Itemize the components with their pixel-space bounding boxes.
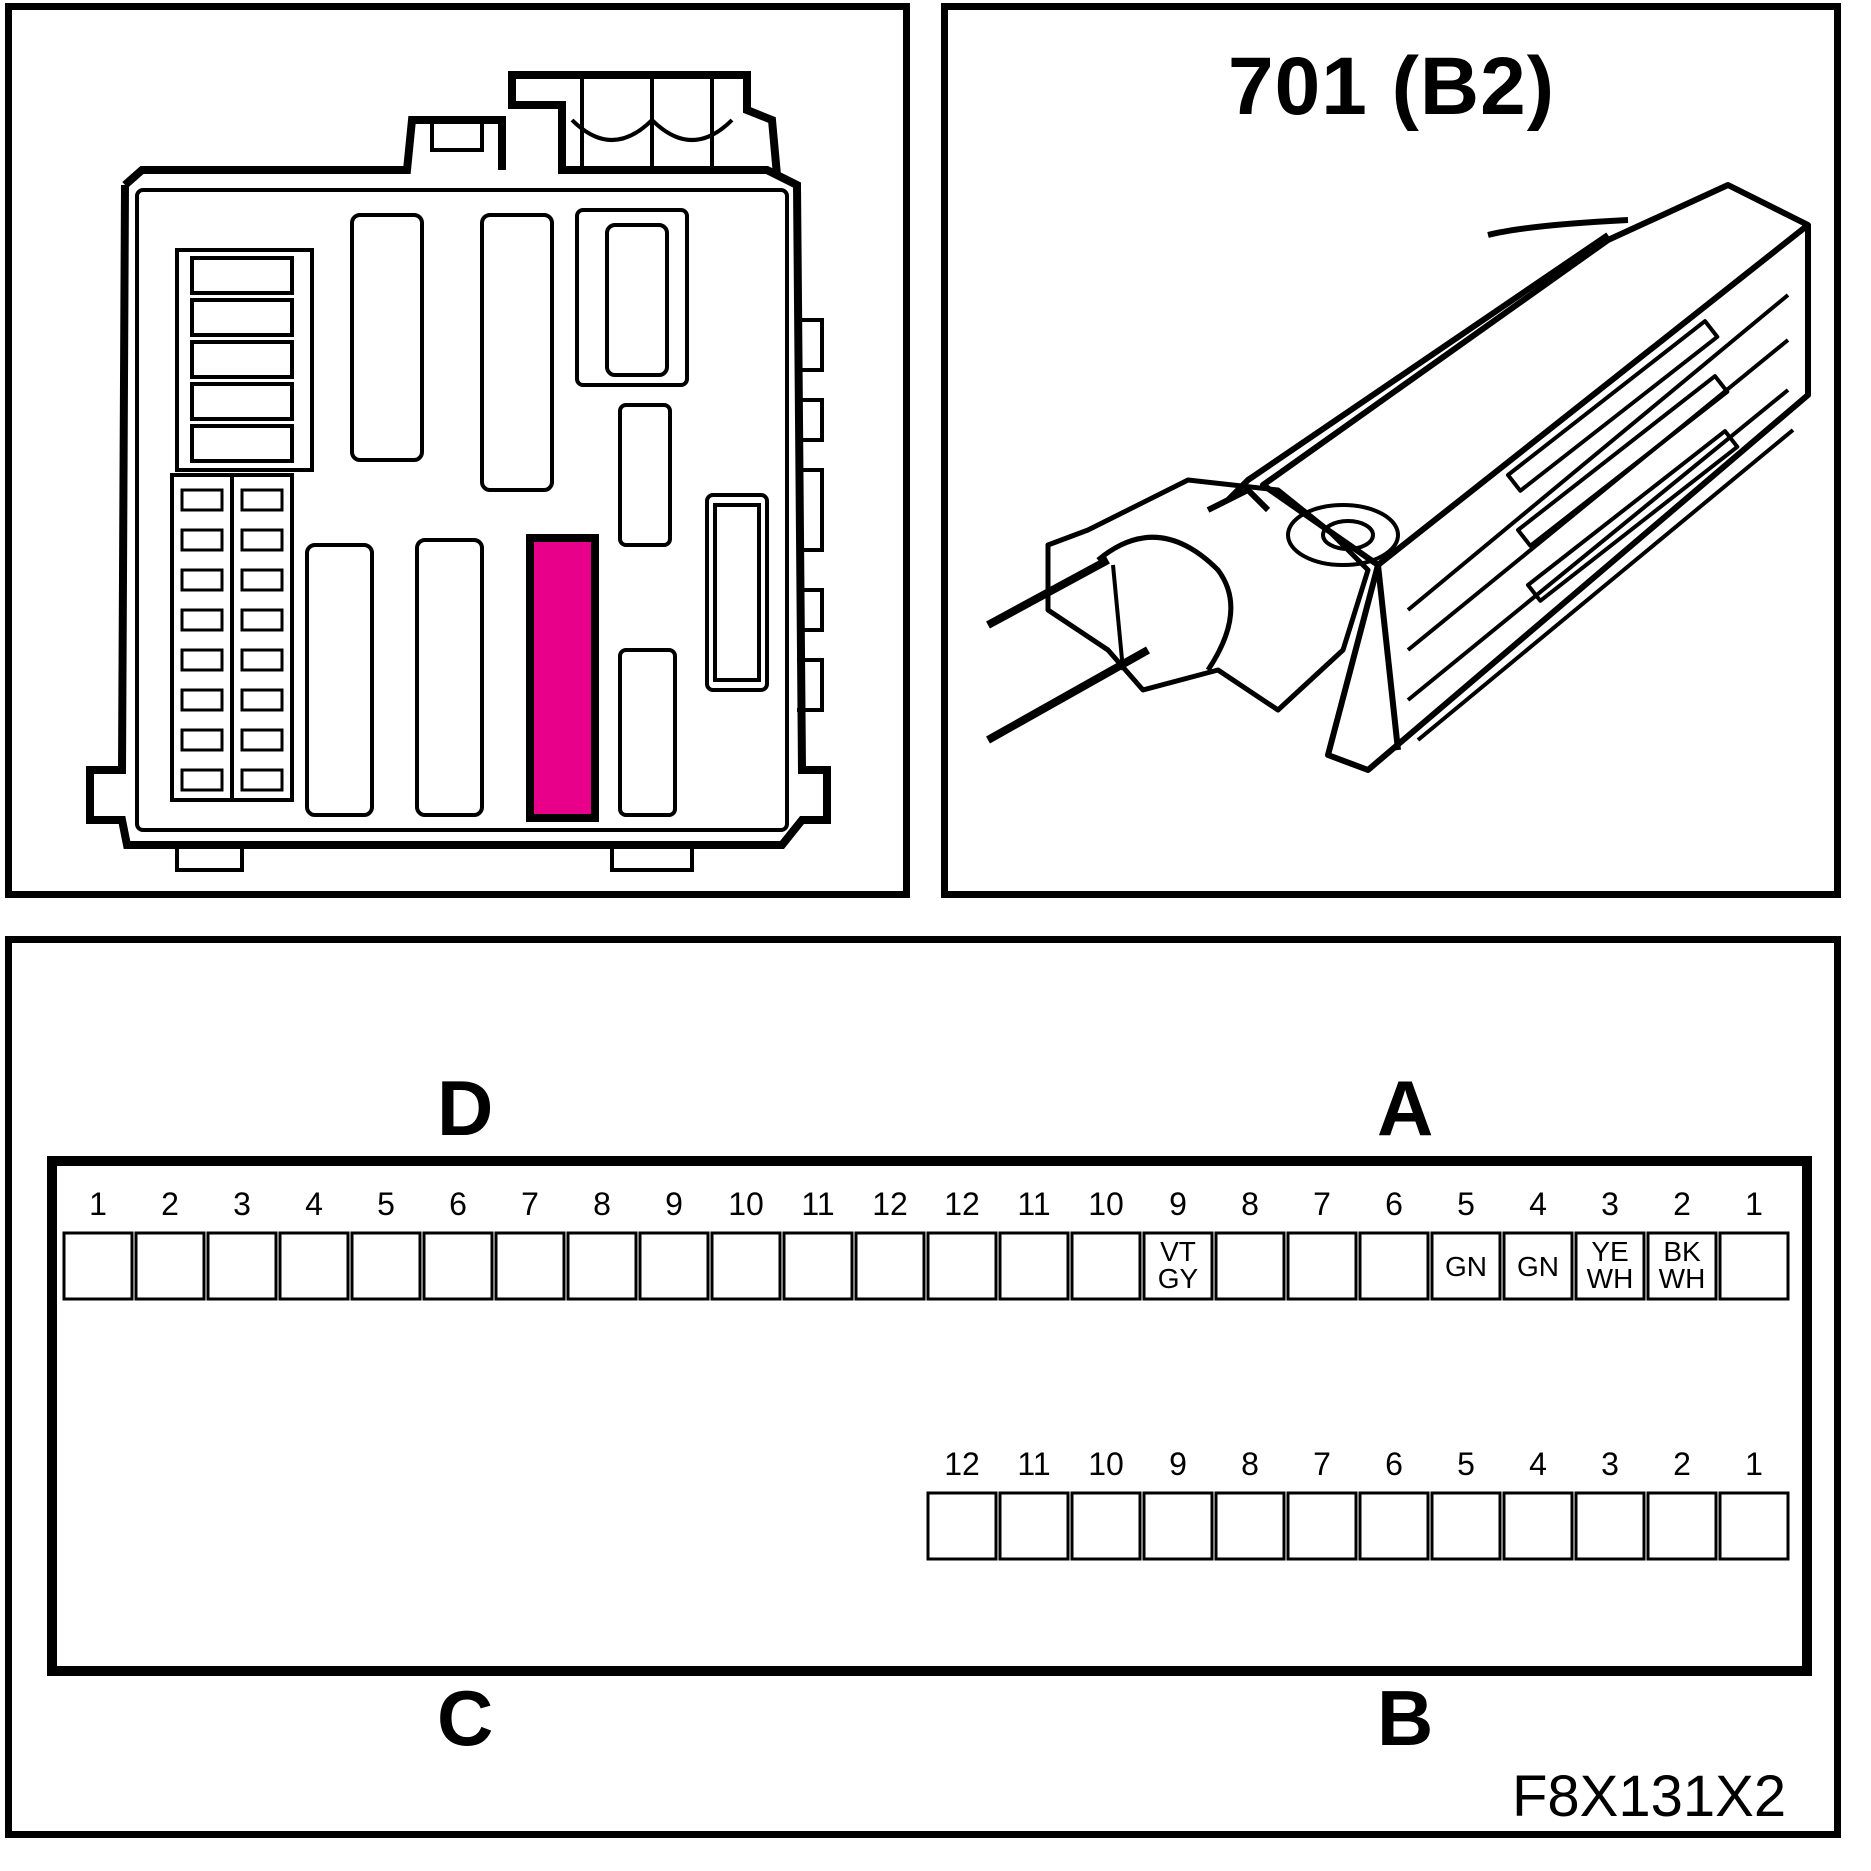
pin-cavity-top — [710, 1231, 782, 1301]
pin-cavity-top — [206, 1231, 278, 1301]
pin-cavity-bottom — [1070, 1491, 1142, 1561]
wire-color-label: YE — [1591, 1236, 1628, 1267]
pin-number-top: 9 — [1169, 1186, 1187, 1222]
pin-cavity-top — [926, 1231, 998, 1301]
pin-number-bottom: 4 — [1529, 1446, 1547, 1482]
pin-number-top: 11 — [801, 1186, 834, 1222]
pin-cavity-top — [422, 1231, 494, 1301]
connector-title: 701 (B2) — [1228, 41, 1556, 132]
pin-number-bottom: 12 — [944, 1446, 980, 1482]
wire-color-label: GN — [1517, 1251, 1559, 1282]
connector-drawing — [986, 182, 1811, 773]
pin-cavity-top — [566, 1231, 638, 1301]
pin-cavity-bottom — [1214, 1491, 1286, 1561]
pin-number-bottom: 11 — [1017, 1446, 1050, 1482]
side-label-d: D — [437, 1064, 494, 1152]
wire-color-label: BK — [1663, 1236, 1701, 1267]
pin-cavity-bottom — [1646, 1491, 1718, 1561]
pin-number-top: 5 — [377, 1186, 395, 1222]
pin-cavity-top — [1070, 1231, 1142, 1301]
pin-number-top: 12 — [872, 1186, 908, 1222]
pin-number-top: 4 — [1529, 1186, 1547, 1222]
pin-cavity-top — [782, 1231, 854, 1301]
fusebox-panel — [5, 3, 910, 898]
pin-number-bottom: 1 — [1745, 1446, 1763, 1482]
wire-color-label: GY — [1158, 1263, 1199, 1294]
connector-panel: 701 (B2) — [941, 3, 1841, 898]
pin-cavity-top — [854, 1231, 926, 1301]
pin-cavity-bottom — [1430, 1491, 1502, 1561]
connector-face-outline — [47, 1156, 1812, 1676]
side-label-a: A — [1377, 1064, 1434, 1152]
side-label-c: C — [437, 1674, 494, 1762]
pin-number-top: 1 — [89, 1186, 107, 1222]
pin-number-top: 4 — [305, 1186, 323, 1222]
pin-cavity-top — [494, 1231, 566, 1301]
pin-cavity-bottom — [1502, 1491, 1574, 1561]
pin-cavity-top — [1142, 1231, 1214, 1301]
pin-cavity-top — [1214, 1231, 1286, 1301]
pin-cavity-bottom — [1142, 1491, 1214, 1561]
pin-number-top: 2 — [161, 1186, 179, 1222]
pin-cavity-bottom — [1718, 1491, 1790, 1561]
pin-number-top: 1 — [1745, 1186, 1763, 1222]
pin-cavity-top — [134, 1231, 206, 1301]
pin-cavity-top — [1286, 1231, 1358, 1301]
pin-number-top: 10 — [1088, 1186, 1124, 1222]
pin-number-bottom: 5 — [1457, 1446, 1475, 1482]
pin-number-top: 3 — [233, 1186, 251, 1222]
pin-cavity-bottom — [926, 1491, 998, 1561]
pin-cavity-top — [1646, 1231, 1718, 1301]
fusebox-drawing — [86, 71, 831, 872]
pin-number-top: 8 — [593, 1186, 611, 1222]
pin-cavity-top — [1718, 1231, 1790, 1301]
wire-color-label: GN — [1445, 1251, 1487, 1282]
pin-cavity-top — [278, 1231, 350, 1301]
pin-number-top: 3 — [1601, 1186, 1619, 1222]
pin-cavity-top — [1358, 1231, 1430, 1301]
wire-color-label: WH — [1587, 1263, 1634, 1294]
pin-cavity-top — [350, 1231, 422, 1301]
pin-cavity-top — [998, 1231, 1070, 1301]
pin-number-top: 2 — [1673, 1186, 1691, 1222]
pin-number-top: 5 — [1457, 1186, 1475, 1222]
pin-number-bottom: 3 — [1601, 1446, 1619, 1482]
pin-cavity-top — [1502, 1231, 1574, 1301]
wire-color-label: VT — [1160, 1236, 1196, 1267]
pin-number-bottom: 9 — [1169, 1446, 1187, 1482]
pin-cavity-top — [1574, 1231, 1646, 1301]
pin-cavity-top — [1430, 1231, 1502, 1301]
side-label-b: B — [1377, 1674, 1434, 1762]
pin-number-bottom: 8 — [1241, 1446, 1259, 1482]
pin-number-bottom: 2 — [1673, 1446, 1691, 1482]
pin-cavity-bottom — [1286, 1491, 1358, 1561]
pin-cavity-bottom — [998, 1491, 1070, 1561]
pin-number-top: 12 — [944, 1186, 980, 1222]
pin-number-bottom: 6 — [1385, 1446, 1403, 1482]
figure-code: F8X131X2 — [1512, 1764, 1787, 1829]
pin-cavity-top — [638, 1231, 710, 1301]
pin-number-bottom: 7 — [1313, 1446, 1331, 1482]
wire-color-label: WH — [1659, 1263, 1706, 1294]
pin-number-top: 8 — [1241, 1186, 1259, 1222]
pin-number-top: 10 — [728, 1186, 764, 1222]
pin-number-top: 9 — [665, 1186, 683, 1222]
pin-number-top: 6 — [1385, 1186, 1403, 1222]
pin-cavity-top — [62, 1231, 134, 1301]
pin-number-bottom: 10 — [1088, 1446, 1124, 1482]
pin-number-top: 7 — [521, 1186, 539, 1222]
pin-number-top: 11 — [1017, 1186, 1050, 1222]
pin-cavity-bottom — [1358, 1491, 1430, 1561]
pin-cavity-bottom — [1574, 1491, 1646, 1561]
pin-number-top: 7 — [1313, 1186, 1331, 1222]
highlighted-relay — [526, 534, 599, 822]
pin-number-top: 6 — [449, 1186, 467, 1222]
